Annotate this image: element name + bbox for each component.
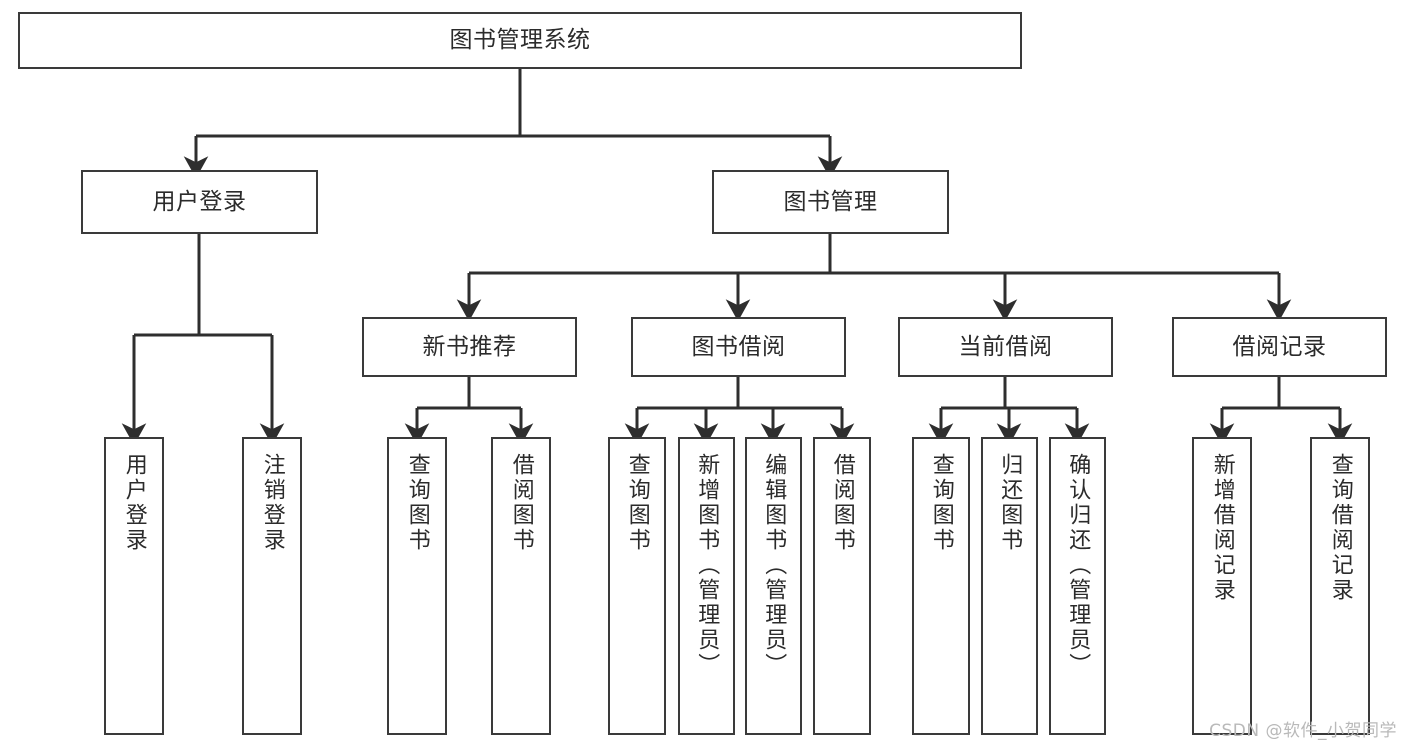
node-label: 图书管理系统 xyxy=(449,27,591,54)
node-label: 查询图书 xyxy=(624,453,650,553)
node-label: 查询图书 xyxy=(404,453,430,553)
node-label: 归还图书 xyxy=(997,453,1023,553)
node-user-login[interactable]: 用户登录 xyxy=(81,170,318,234)
node-leaf-query-book-2[interactable]: 查询图书 xyxy=(608,437,666,735)
node-leaf-query-book-3[interactable]: 查询图书 xyxy=(912,437,970,735)
node-label: 用户登录 xyxy=(152,188,247,215)
node-label: 用户登录 xyxy=(121,453,147,553)
node-leaf-borrow-book-1[interactable]: 借阅图书 xyxy=(491,437,551,735)
node-label: 借阅图书 xyxy=(508,453,534,553)
node-label: 图书借阅 xyxy=(691,333,786,360)
node-borrow-record[interactable]: 借阅记录 xyxy=(1172,317,1387,377)
node-leaf-logout[interactable]: 注销登录 xyxy=(242,437,302,735)
node-leaf-add-book[interactable]: 新增图书（管理员） xyxy=(678,437,735,735)
node-label: 新增图书（管理员） xyxy=(694,453,720,678)
node-label: 新书推荐 xyxy=(422,333,517,360)
node-label: 确认归还（管理员） xyxy=(1065,453,1091,678)
node-leaf-add-record[interactable]: 新增借阅记录 xyxy=(1192,437,1252,735)
node-leaf-query-record[interactable]: 查询借阅记录 xyxy=(1310,437,1370,735)
node-book-borrow[interactable]: 图书借阅 xyxy=(631,317,846,377)
node-leaf-user-login[interactable]: 用户登录 xyxy=(104,437,164,735)
node-label: 新增借阅记录 xyxy=(1209,453,1235,603)
csdn-watermark: CSDN @软件_小贺同学 xyxy=(1209,721,1397,741)
node-book-management[interactable]: 图书管理 xyxy=(712,170,949,234)
node-label: 查询图书 xyxy=(928,453,954,553)
node-leaf-borrow-book-2[interactable]: 借阅图书 xyxy=(813,437,871,735)
node-leaf-query-book-1[interactable]: 查询图书 xyxy=(387,437,447,735)
node-new-book-recommend[interactable]: 新书推荐 xyxy=(362,317,577,377)
node-leaf-confirm-return[interactable]: 确认归还（管理员） xyxy=(1049,437,1106,735)
node-label: 借阅记录 xyxy=(1232,333,1327,360)
node-label: 查询借阅记录 xyxy=(1327,453,1353,603)
node-leaf-return-book[interactable]: 归还图书 xyxy=(981,437,1038,735)
node-root-book-management-system[interactable]: 图书管理系统 xyxy=(18,12,1022,69)
node-label: 编辑图书（管理员） xyxy=(761,453,787,678)
node-label: 借阅图书 xyxy=(829,453,855,553)
node-label: 注销登录 xyxy=(259,453,285,553)
node-label: 当前借阅 xyxy=(958,333,1053,360)
node-current-borrow[interactable]: 当前借阅 xyxy=(898,317,1113,377)
node-label: 图书管理 xyxy=(783,188,878,215)
node-leaf-edit-book[interactable]: 编辑图书（管理员） xyxy=(745,437,802,735)
